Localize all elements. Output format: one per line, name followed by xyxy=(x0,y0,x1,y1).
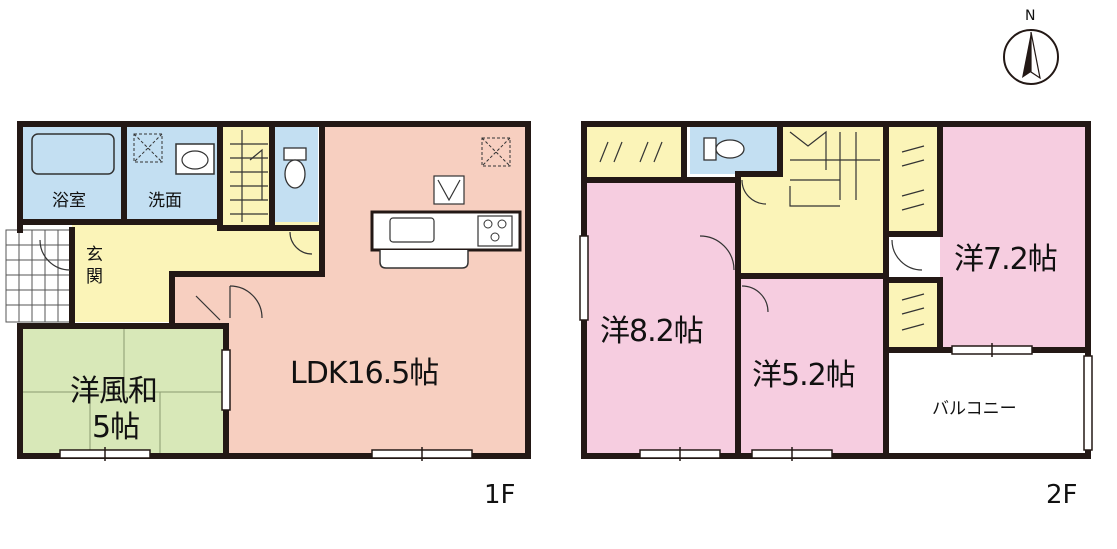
compass-north-label: N xyxy=(1025,8,1036,24)
western-room-a-area xyxy=(584,180,738,456)
closet-2f-c-area xyxy=(886,280,940,350)
floor2-plan xyxy=(579,121,1093,461)
western-room-c-area xyxy=(940,124,1088,350)
floor1-windows xyxy=(59,349,473,461)
floor1-walls xyxy=(17,121,531,459)
floor2-label: 2F xyxy=(1046,480,1078,510)
entrance-area xyxy=(72,230,172,322)
toilet-1f-icon xyxy=(283,147,307,189)
floor2-doors xyxy=(699,179,923,313)
tatami-lines xyxy=(20,326,226,456)
japanese-room-area xyxy=(20,326,226,456)
toilet-2f-icon xyxy=(703,137,745,161)
room-label-japanese-line2: 5帖 xyxy=(92,410,140,445)
room-label-western-c: 洋7.2帖 xyxy=(954,242,1058,277)
stairs-1f-icon xyxy=(230,130,268,222)
room-label-entrance: 玄関 xyxy=(86,245,103,287)
floor2-windows xyxy=(579,235,1093,461)
floor1-doors xyxy=(39,231,313,321)
floor1-plan xyxy=(5,121,531,461)
bathtub-icon xyxy=(31,133,115,175)
entrance-tile-pattern xyxy=(5,229,73,323)
room-label-japanese-line1: 洋風和 xyxy=(70,374,158,409)
washbasin-icon xyxy=(175,143,215,175)
fridge-space-icon xyxy=(481,137,511,167)
stair-hall-area xyxy=(220,124,272,228)
closet-shelf-marks xyxy=(599,141,925,331)
room-label-bath: 浴室 xyxy=(52,191,86,211)
room-label-western-b: 洋5.2帖 xyxy=(752,358,856,393)
refrigerator-icon xyxy=(433,175,465,205)
room-label-ldk: LDK16.5帖 xyxy=(290,356,439,391)
western-room-b-area xyxy=(738,276,886,456)
stairs-2f-icon xyxy=(789,130,880,207)
closet-2f-b-area xyxy=(886,124,940,234)
room-label-washroom: 洗面 xyxy=(148,191,182,211)
north-compass-icon xyxy=(1003,29,1059,85)
balcony-area xyxy=(886,350,1088,456)
room-label-balcony: バルコニー xyxy=(932,399,1017,419)
closet-2f-a-area xyxy=(584,124,684,180)
floor1-label: 1F xyxy=(484,480,516,510)
room-label-western-a: 洋8.2帖 xyxy=(600,314,704,349)
ldk-area xyxy=(172,124,528,456)
kitchen-counter-icon xyxy=(370,210,522,269)
washer-space-icon xyxy=(133,133,163,163)
